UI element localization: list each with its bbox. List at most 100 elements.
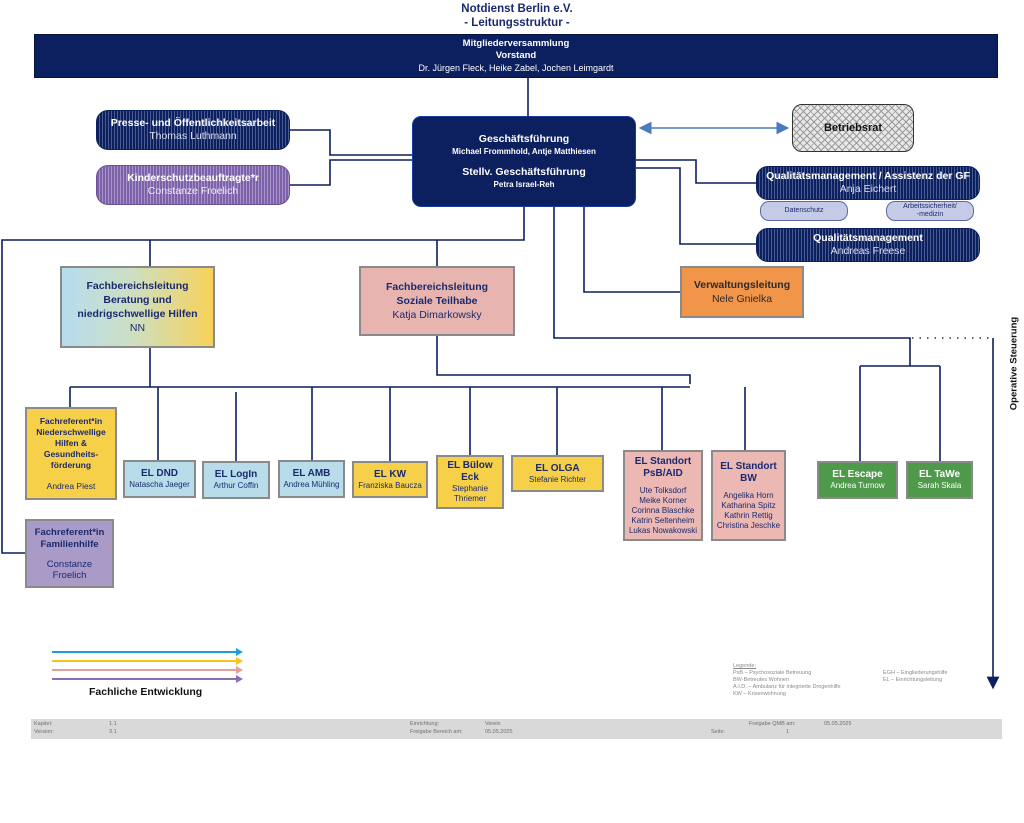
el-psb-l2: PsB/AID [643,467,683,479]
qm-name: Andreas Freese [830,245,906,257]
fb-beratung-name: NN [129,322,146,334]
fachbereich-teilhabe-box: Fachbereichsleitung Soziale Teilhabe Kat… [359,266,515,336]
fb-teilhabe-line2: Soziale Teilhabe [396,295,478,307]
presse-name: Thomas Luthmann [149,130,237,142]
legend-right-col: EGH – Eingliederungshilfe EL – Einrichtu… [883,670,948,684]
legend-left-col: PsB – Psychosoziale Betreuung BW-Betreut… [733,670,841,698]
list-item: Katharina Spitz [721,500,776,510]
el-amb-name: Andrea Mühling [283,480,340,489]
el-bw-box: EL Standort BW Angelika Horn Katharina S… [711,450,786,541]
fb-beratung-line2: Beratung und [103,294,172,306]
vorstand-names: Dr. Jürgen Fleck, Heike Zabel, Jochen Le… [418,63,614,73]
list-item: Christina Jeschke [716,520,781,530]
el-login-name: Arthur Coffin [213,481,259,490]
org-name: Notdienst Berlin e.V. [461,3,573,15]
legend-item: PsB – Psychosoziale Betreuung [733,670,812,676]
kinderschutz-title: Kinderschutzbeauftragte*r [127,172,259,184]
el-bw-names: Angelika Horn Katharina Spitz Kathrin Re… [717,491,780,531]
fachreferent-nh-box: Fachreferent*in Niederschwellige Hilfen … [25,407,117,500]
footer-seite-label: Seite: [711,729,726,735]
arrowhead-icon [236,666,243,674]
familienhilfe-l2: Familienhilfe [40,538,99,550]
fb-teilhabe-name: Katja Dimarkowsky [392,309,482,321]
el-dnd-name: Natascha Jaeger [129,480,190,489]
legend-item: BW-Betreutes Wohnen [733,677,790,683]
gf-names: Michael Frommhold, Antje Matthiesen [452,146,596,156]
mgv-title: Mitgliederversammlung [462,38,570,49]
fb-beratung-line1: Fachbereichsleitung [86,280,189,292]
arbeitssicherheit-pill: Arbeitssicherheit/ -medizin [886,201,974,221]
familienhilfe-n1: Constanze [46,558,93,570]
qm-title: Qualitätsmanagement [813,232,923,244]
deputy-gf-title: Stellv. Geschäftsführung [462,165,586,178]
arrowhead-icon [236,657,243,665]
qm-box: Qualitätsmanagement Andreas Freese [756,228,980,262]
el-bulow-l2: Eck [461,472,479,483]
qm-assistenz-title: Qualitätsmanagement / Assistenz der GF [766,170,970,182]
footer-einrichtung-label: Einrichtung: [410,721,440,727]
footer-freigabe-qmb-value: 05.05.2025 [824,721,852,727]
el-login-title: EL LogIn [214,469,258,480]
legend-item: EL – Einrichtungsleitung [883,677,943,683]
list-item: Meike Korner [639,495,687,505]
el-bulow-n1: Stephanie [451,484,489,493]
el-kw-title: EL KW [373,468,407,480]
legend-item: A.I.D. – Ambulanz für integrierte Drogen… [733,684,841,690]
el-bulow-n2: Thriemer [453,494,486,503]
el-kw-name: Franziska Baucza [358,480,422,490]
vorstand-title: Vorstand [495,50,537,61]
betriebsrat-box: Betriebsrat [792,104,914,152]
list-item: Ute Tolksdorf [639,485,687,495]
arbeitssicherheit-label-1: Arbeitssicherheit/ [903,203,957,210]
el-tawe-name: Sarah Skala [917,481,962,490]
footer-seite-value: 1 [786,729,790,735]
legend: Legende: PsB – Psychosoziale Betreuung B… [733,663,993,697]
verwaltungsleitung-box: Verwaltungsleitung Nele Gnielka [680,266,804,318]
fachref-nh-l5: förderung [50,459,92,470]
operative-steuerung-label-wrap: Operative Steuerung [1003,310,1021,420]
el-tawe-box: EL TaWe Sarah Skala [906,461,973,499]
footer-einrichtung-value: Verein [485,721,501,727]
kinderschutz-box: Kinderschutzbeauftragte*r Constanze Froe… [96,165,290,205]
familienhilfe-l1: Fachreferent*in [34,526,105,538]
el-olga-box: EL OLGA Stefanie Richter [511,455,604,492]
arbeitssicherheit-label-2: -medizin [916,211,944,218]
verwaltung-name: Nele Gnielka [711,293,773,305]
presse-box: Presse- und Öffentlichkeitsarbeit Thomas… [96,110,290,150]
qm-assistenz-name: Anja Eichert [839,183,897,195]
deputy-gf-name: Petra Israel-Reh [493,179,555,189]
el-bw-l2: BW [740,472,757,484]
list-item: Kathrin Rettig [724,510,773,520]
mitgliederversammlung-box: Mitgliederversammlung Vorstand Dr. Jürge… [34,34,998,78]
footer-freigabe-bereich-value: 05.05.2025 [485,729,513,735]
fachliche-entwicklung-arrows [52,648,243,683]
page-title: Notdienst Berlin e.V. - Leitungsstruktur… [412,2,622,30]
el-escape-name: Andrea Turnow [830,481,885,490]
presse-title: Presse- und Öffentlichkeitsarbeit [110,117,276,129]
fachref-nh-l3: Hilfen & [54,437,88,448]
el-bulow-l1: EL Bülow [447,460,493,471]
kinderschutz-name: Constanze Froelich [147,185,239,197]
footer-version-value: 3.1 [109,729,117,735]
fachref-nh-l1: Fachreferent*in [39,415,103,426]
footer-freigabe-qmb-label: Freigabe QMB am: [749,721,796,727]
fachref-nh-name: Andrea Piest [46,480,96,491]
gf-title: Geschäftsführung [478,132,570,145]
el-amb-box: EL AMB Andrea Mühling [278,460,345,498]
qm-assistenz-box: Qualitätsmanagement / Assistenz der GF A… [756,166,980,200]
el-amb-title: EL AMB [292,468,331,479]
el-olga-title: EL OLGA [535,462,580,474]
fachbereich-beratung-box: Fachbereichsleitung Beratung und niedrig… [60,266,215,348]
el-dnd-title: EL DND [140,468,179,479]
legend-item: EGH – Eingliederungshilfe [883,670,948,676]
datenschutz-label: Datenschutz [784,207,824,214]
fachreferent-familienhilfe-box: Fachreferent*in Familienhilfe Constanze … [25,519,114,588]
el-tawe-title: EL TaWe [918,469,961,480]
el-escape-box: EL Escape Andrea Turnow [817,461,898,499]
legend-item: KW – Krisenwohnung [733,691,786,697]
el-kw-box: EL KW Franziska Baucza [352,461,428,498]
list-item: Katrin Seltenheim [631,515,695,525]
legend-title: Legende: [733,663,756,669]
el-psb-l1: EL Standort [634,455,692,467]
